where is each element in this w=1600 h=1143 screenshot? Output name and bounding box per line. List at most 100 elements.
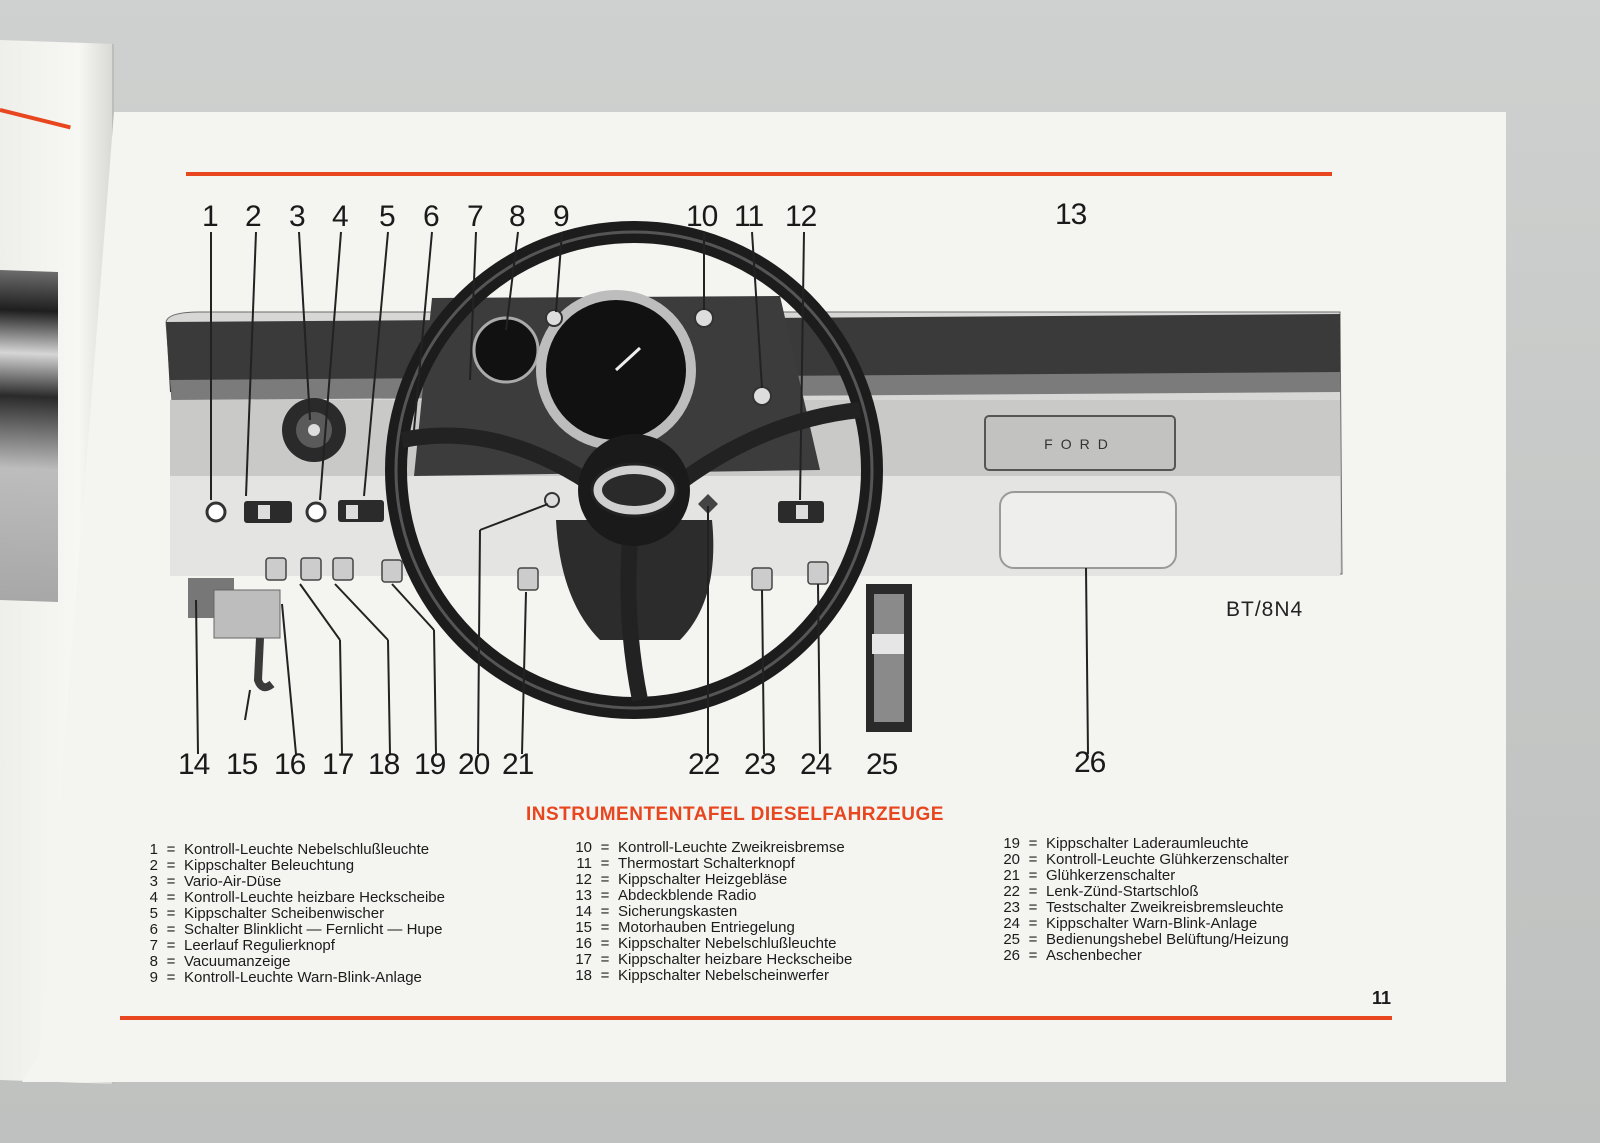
legend-equals: =	[600, 839, 610, 856]
callout-7: 7	[467, 200, 484, 233]
callout-19: 19	[414, 748, 446, 781]
callout-26: 26	[1074, 746, 1106, 779]
legend-text: Kontroll-Leuchte Glühkerzenschalter	[1046, 851, 1289, 868]
callout-9: 9	[553, 200, 570, 233]
callout-17: 17	[322, 748, 354, 781]
legend-text: Vario-Air-Düse	[184, 873, 282, 890]
callout-2: 2	[245, 200, 262, 233]
callout-3: 3	[289, 200, 306, 233]
legend-equals: =	[600, 903, 610, 920]
legend-equals: =	[166, 937, 176, 954]
legend-equals: =	[600, 855, 610, 872]
photo-code: BT/8N4	[1226, 598, 1304, 621]
legend-item: 2=Kippschalter Beleuchtung	[140, 858, 445, 874]
legend-text: Kippschalter Scheibenwischer	[184, 905, 385, 922]
legend-equals: =	[600, 951, 610, 968]
callout-25: 25	[866, 748, 898, 781]
legend-item: 17=Kippschalter heizbare Heckscheibe	[574, 952, 852, 968]
legend-item: 11=Thermostart Schalterknopf	[574, 856, 852, 872]
callout-14: 14	[178, 748, 210, 781]
callout-16: 16	[274, 748, 306, 781]
legend-item: 19=Kippschalter Laderaumleuchte	[1002, 836, 1289, 852]
legend-number: 22	[1003, 883, 1020, 900]
legend-item: 7=Leerlauf Regulierknopf	[140, 938, 445, 954]
callout-11: 11	[734, 200, 764, 233]
legend-equals: =	[1028, 915, 1038, 932]
legend-number: 23	[1003, 899, 1020, 916]
legend-number: 18	[575, 967, 592, 984]
legend-column-3: 19=Kippschalter Laderaumleuchte 20=Kontr…	[1002, 836, 1289, 964]
legend-equals: =	[166, 873, 176, 890]
legend-item: 1=Kontroll-Leuchte Nebelschlußleuchte	[140, 842, 445, 858]
legend-number: 21	[1003, 867, 1020, 884]
legend-equals: =	[166, 969, 176, 986]
callout-18: 18	[368, 748, 400, 781]
legend-number: 26	[1003, 947, 1020, 964]
legend-text: Abdeckblende Radio	[618, 887, 757, 904]
legend-text: Kippschalter Laderaumleuchte	[1046, 835, 1249, 852]
legend-number: 16	[575, 935, 592, 952]
legend-equals: =	[600, 935, 610, 952]
legend-item: 23 = Testschalter Zweikreisbremsleuchte	[1002, 900, 1289, 916]
legend-text: Vacuumanzeige	[184, 953, 291, 970]
legend-number: 25	[1003, 931, 1020, 948]
legend-text: Testschalter Zweikreisbremsleuchte	[1046, 899, 1284, 916]
legend-number: 10	[575, 839, 592, 856]
legend-text: Kippschalter Heizgebläse	[618, 871, 788, 888]
legend-number: 8	[149, 953, 158, 970]
legend-item: 6=Schalter Blinklicht — Fernlicht — Hupe	[140, 922, 445, 938]
legend-text: Bedienungshebel Belüftung/Heizung	[1046, 931, 1289, 948]
legend-equals: =	[166, 905, 176, 922]
legend-number: 20	[1003, 851, 1020, 868]
legend-equals: =	[1028, 851, 1038, 868]
legend-text: Aschenbecher	[1046, 947, 1142, 964]
legend-number: 9	[149, 969, 158, 986]
figure-caption: INSTRUMENTENTAFEL DIESELFAHRZEUGE	[526, 804, 944, 825]
callout-4: 4	[332, 200, 349, 233]
legend-column-1: 1=Kontroll-Leuchte Nebelschlußleuchte 2=…	[140, 842, 445, 986]
legend-equals: =	[600, 887, 610, 904]
legend-number: 14	[575, 903, 592, 920]
legend-equals: =	[1028, 899, 1038, 916]
legend-item: 5 = Kippschalter Scheibenwischer	[140, 906, 445, 922]
callout-6: 6	[423, 200, 440, 233]
legend-number: 24	[1003, 915, 1020, 932]
legend-equals: =	[600, 919, 610, 936]
callout-22: 22	[688, 748, 720, 781]
callout-21: 21	[502, 748, 534, 781]
legend-item: 15=Motorhauben Entriegelung	[574, 920, 852, 936]
legend-text: Glühkerzenschalter	[1046, 867, 1176, 884]
legend-equals: =	[1028, 835, 1038, 852]
legend-text: Sicherungskasten	[618, 903, 738, 920]
legend-number: 3	[149, 873, 158, 890]
legend-text: Kontroll-Leuchte Warn-Blink-Anlage	[184, 969, 422, 986]
callout-8: 8	[509, 200, 526, 233]
legend-number: 17	[575, 951, 592, 968]
legend-number: 6	[149, 921, 158, 938]
legend-number: 5	[149, 905, 158, 922]
dashboard-photo: FORD	[165, 221, 1343, 755]
top-rule	[186, 172, 1332, 176]
callout-12: 12	[785, 200, 817, 233]
radio-plate-logo: FORD	[1044, 436, 1116, 452]
callout-24: 24	[800, 748, 832, 781]
legend-item: 22=Lenk-Zünd-Startschloß	[1002, 884, 1289, 900]
callout-23: 23	[744, 748, 776, 781]
legend-text: Kippschalter Warn-Blink-Anlage	[1046, 915, 1258, 932]
legend-item: 10=Kontroll-Leuchte Zweikreisbremse	[574, 840, 852, 856]
legend-column-2: 10=Kontroll-Leuchte Zweikreisbremse 11=T…	[574, 840, 852, 984]
legend-equals: =	[600, 967, 610, 984]
legend-equals: =	[166, 857, 176, 874]
legend-text: Kippschalter Nebelscheinwerfer	[618, 967, 829, 984]
callout-10: 10	[686, 200, 718, 233]
callout-1: 1	[202, 200, 219, 233]
legend-equals: =	[166, 953, 176, 970]
legend-equals: =	[1028, 931, 1038, 948]
legend-equals: =	[1028, 947, 1038, 964]
legend-text: Thermostart Schalterknopf	[618, 855, 795, 872]
legend-text: Kippschalter Beleuchtung	[184, 857, 355, 874]
legend-equals: =	[166, 841, 176, 858]
legend-number: 12	[575, 871, 592, 888]
legend-item: 14 = Sicherungskasten	[574, 904, 852, 920]
legend-equals: =	[1028, 883, 1038, 900]
